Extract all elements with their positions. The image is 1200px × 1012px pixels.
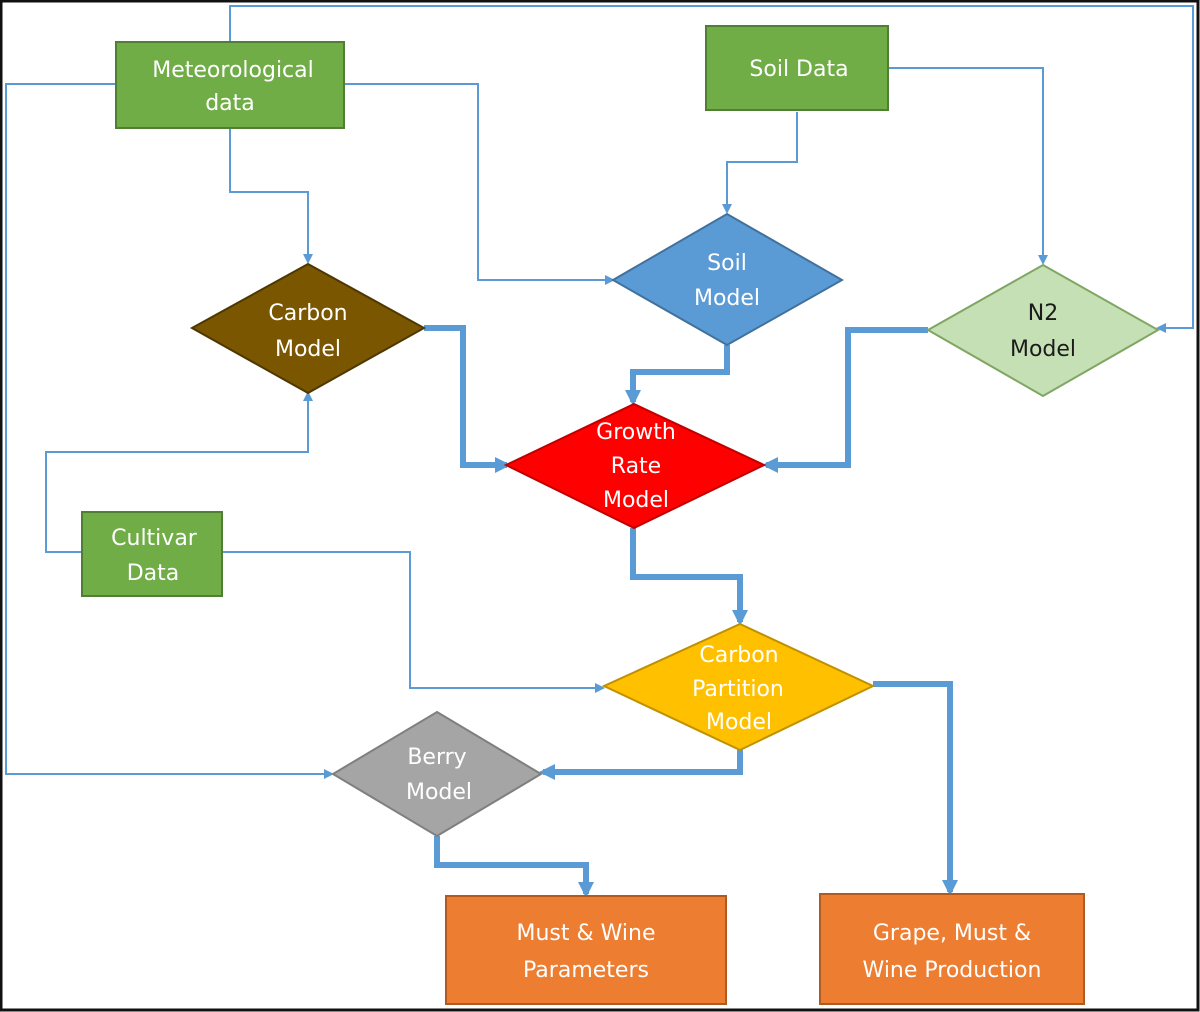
connector-meteo-n2 <box>229 5 1194 333</box>
node-grape-must-wine-production: Grape, Must & Wine Production <box>819 893 1085 1005</box>
node-n2-model: N2 Model <box>925 263 1161 398</box>
berry-model-label-line1: Berry <box>407 745 466 770</box>
node-carbon-model: Carbon Model <box>189 262 427 395</box>
connector-n2-growth <box>762 327 928 473</box>
connector-meteo-berry <box>5 83 334 779</box>
node-growth-rate-model: Growth Rate Model <box>503 402 767 530</box>
partition-label-line3: Model <box>706 710 772 735</box>
connector-growth-partition <box>630 528 748 626</box>
connector-soildata-n2 <box>888 67 1048 265</box>
partition-label-line2: Partition <box>692 677 784 702</box>
n2-model-label-line2: Model <box>1010 337 1076 362</box>
growth-rate-label-line3: Model <box>603 488 669 513</box>
soil-model-label-line2: Model <box>694 286 760 311</box>
connector-partition-berry <box>539 750 743 780</box>
connector-cultivar-carbon <box>45 391 313 553</box>
node-must-wine-parameters: Must & Wine Parameters <box>445 895 727 1005</box>
must-wine-label-line1: Must & Wine <box>516 921 655 946</box>
node-berry-model: Berry Model <box>331 710 543 838</box>
node-carbon-partition-model: Carbon Partition Model <box>601 622 876 752</box>
carbon-model-label-line1: Carbon <box>268 301 347 326</box>
cultivar-label-line1: Cultivar <box>111 526 198 551</box>
node-meteorological-data: Meteorological data <box>115 41 345 129</box>
node-cultivar-data: Cultivar Data <box>81 511 223 597</box>
berry-model-label-line2: Model <box>406 780 472 805</box>
node-soil-data: Soil Data <box>705 25 889 111</box>
meteorological-label-line1: Meteorological <box>152 58 314 83</box>
node-soil-model: Soil Model <box>610 212 845 347</box>
connector-soildata-soilmodel <box>722 112 798 214</box>
carbon-model-label-line2: Model <box>275 337 341 362</box>
production-label-line2: Wine Production <box>863 958 1042 983</box>
connector-meteo-soil <box>344 83 615 285</box>
meteorological-label-line2: data <box>205 91 255 116</box>
soil-data-label: Soil Data <box>749 57 848 82</box>
connector-meteo-carbon <box>229 128 313 264</box>
soil-model-label-line1: Soil <box>707 251 747 276</box>
connector-soilmodel-growth <box>625 345 730 406</box>
growth-rate-label-line1: Growth <box>596 420 676 445</box>
cultivar-label-line2: Data <box>127 561 180 586</box>
partition-label-line1: Carbon <box>699 643 778 668</box>
connector-partition-production <box>873 681 958 896</box>
n2-model-label-line1: N2 <box>1028 301 1058 326</box>
connector-cultivar-partition <box>222 551 605 693</box>
growth-rate-label-line2: Rate <box>611 454 661 479</box>
connector-carbon-growth <box>424 325 511 473</box>
connector-berry-must <box>434 836 594 898</box>
production-label-line1: Grape, Must & <box>873 921 1031 946</box>
must-wine-label-line2: Parameters <box>523 958 649 983</box>
